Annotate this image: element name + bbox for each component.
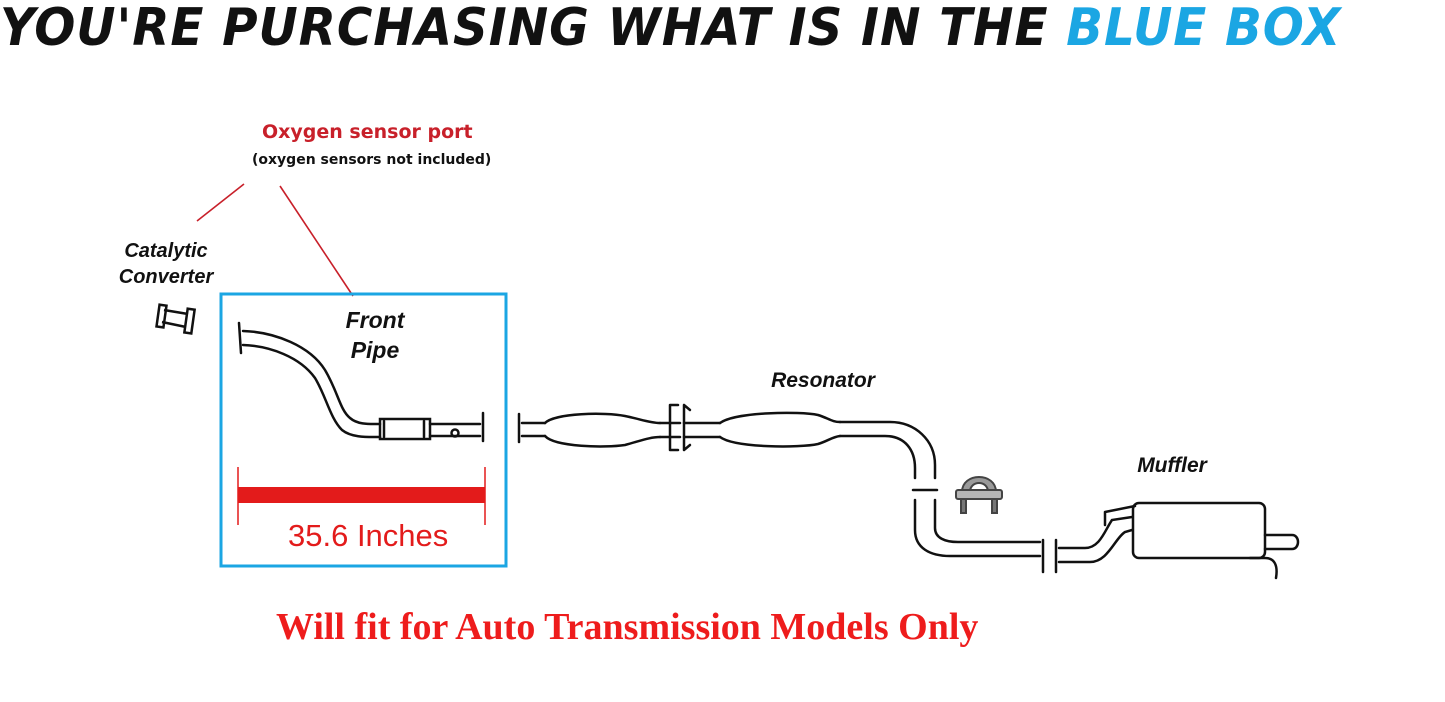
blue-box (219, 292, 508, 568)
catalytic-line2: Converter (118, 266, 214, 288)
front-pipe (237, 321, 485, 443)
headline: YOU'RE PURCHASING WHAT IS IN THE BLUE BO… (0, 0, 1344, 60)
fitment-note: Will fit for Auto Transmission Models On… (276, 606, 979, 648)
measurement-text: 35.6 Inches (288, 518, 449, 553)
catalytic-converter-label: Catalytic Converter (108, 238, 224, 290)
muffler-label: Muffler (1137, 454, 1207, 477)
middle-pipe (517, 403, 1045, 574)
sensor-pointer-right (279, 185, 354, 297)
measurement-bar (237, 467, 486, 525)
oxygen-sensor-note: (oxygen sensors not included) (252, 152, 492, 168)
headline-blue-text: BLUE BOX (1066, 0, 1342, 58)
resonator-label: Resonator (771, 369, 875, 392)
front-pipe-line1: Front (345, 307, 405, 333)
headline-dark-text: YOU'RE PURCHASING WHAT IS IN THE (0, 0, 1049, 58)
clamp-icon (955, 476, 1003, 514)
front-pipe-label: Front Pipe (330, 305, 420, 365)
sensor-pointer-left (196, 183, 245, 222)
oxygen-sensor-title: Oxygen sensor port (262, 121, 473, 143)
catalytic-line1: Catalytic (124, 240, 208, 262)
catalytic-converter-icon (155, 303, 197, 335)
muffler-section (1054, 501, 1300, 580)
front-pipe-line2: Pipe (350, 337, 400, 363)
